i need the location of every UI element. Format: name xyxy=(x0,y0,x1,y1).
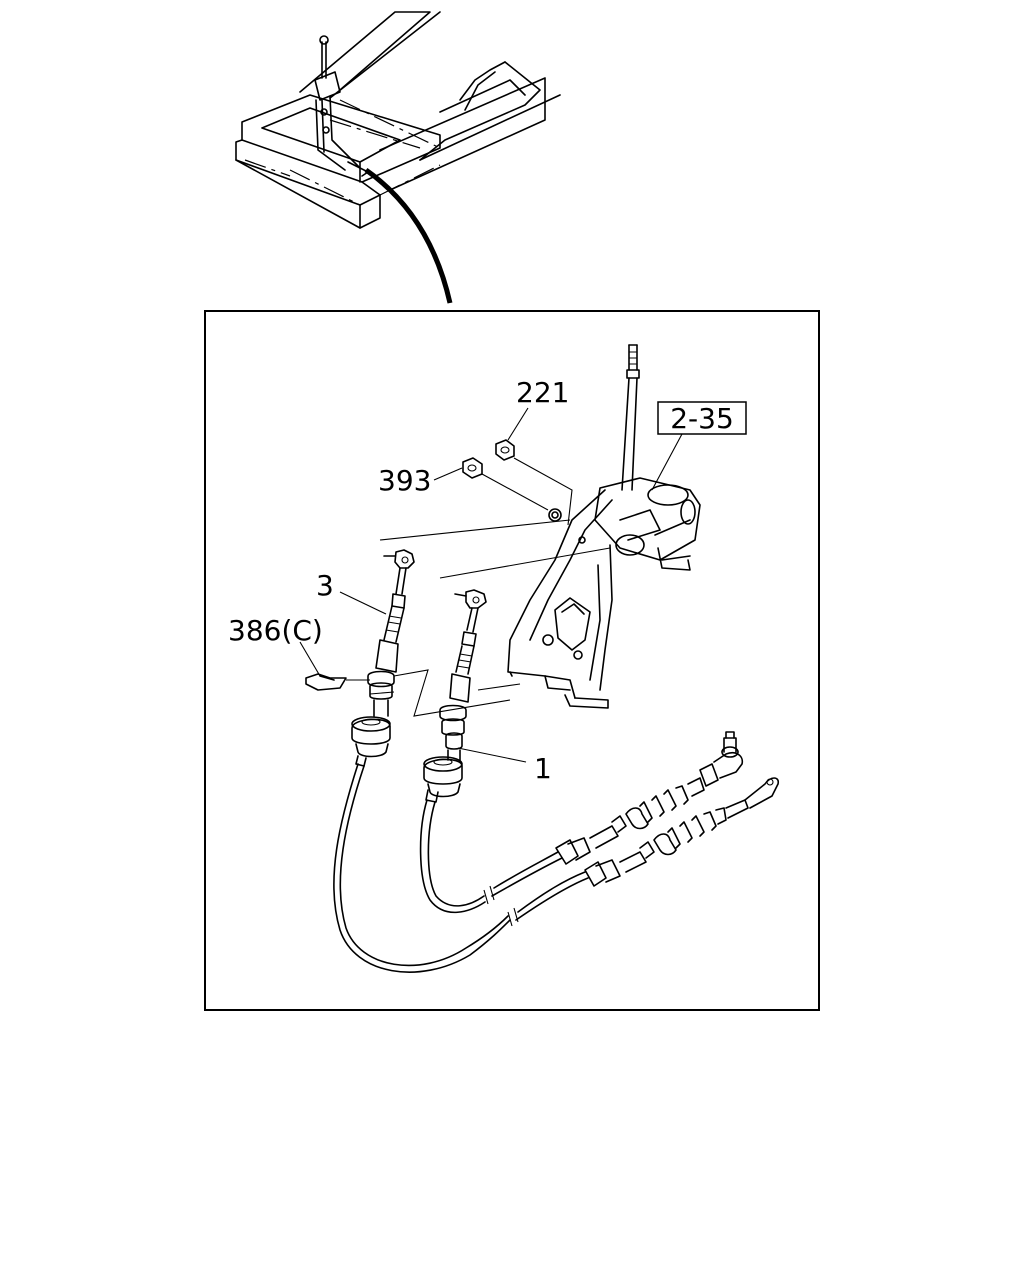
nut-221 xyxy=(495,439,515,461)
svg-text:1: 1 xyxy=(534,752,552,785)
svg-text:2-35: 2-35 xyxy=(670,402,734,435)
cable-3 xyxy=(333,549,780,973)
callout-393: 393 xyxy=(378,464,463,497)
callout-3: 3 xyxy=(316,569,387,615)
shift-lever-assembly xyxy=(507,344,701,709)
detail-frame xyxy=(204,310,820,1011)
clip-386c xyxy=(305,673,370,691)
callout-1: 1 xyxy=(457,747,552,785)
nut-393 xyxy=(462,457,483,479)
svg-text:386(C): 386(C) xyxy=(228,614,323,647)
detail-leader-arc xyxy=(364,167,453,304)
callout-221: 221 xyxy=(507,376,569,441)
svg-text:221: 221 xyxy=(516,376,569,409)
svg-text:3: 3 xyxy=(316,569,334,602)
callout-2-35: 2-35 xyxy=(651,401,747,491)
svg-text:393: 393 xyxy=(378,464,431,497)
callout-386c: 386(C) xyxy=(228,614,323,677)
cable-1 xyxy=(419,589,744,914)
